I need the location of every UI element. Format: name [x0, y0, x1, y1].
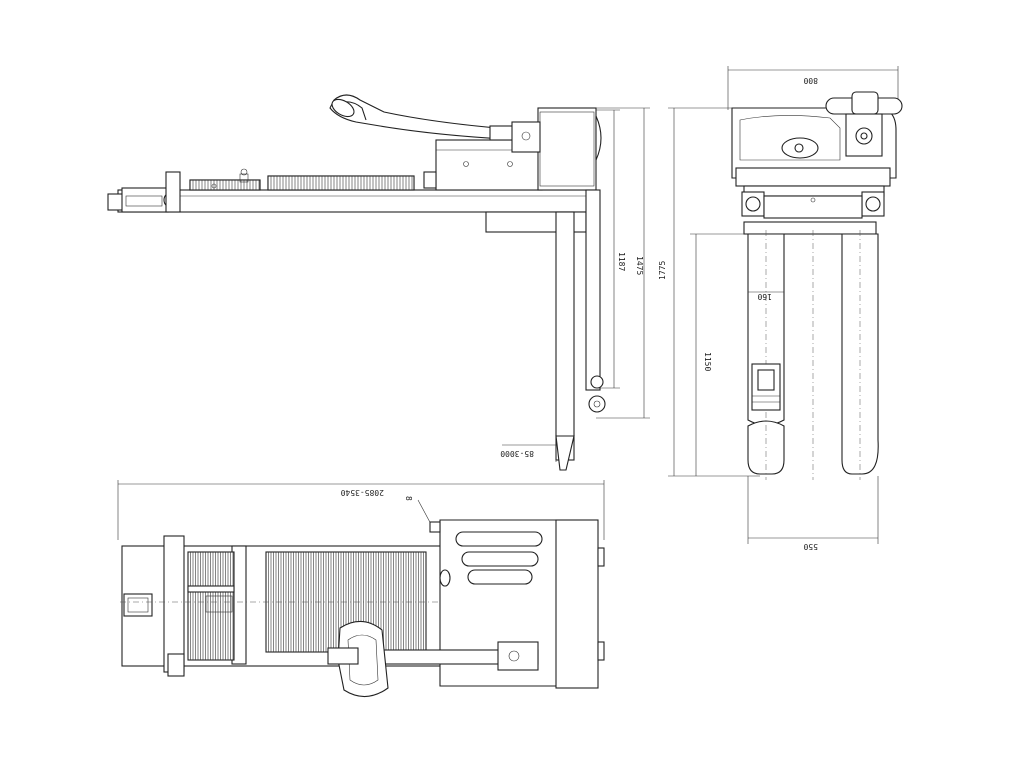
front-view: 800 160	[658, 66, 903, 551]
dim-160: 160	[757, 292, 772, 301]
callout-8: 8	[404, 496, 413, 501]
dim-1775: 1775	[658, 261, 667, 280]
dim-85-3000: 85-3000	[500, 449, 534, 458]
side-view: 1187 1475 85-3000	[107, 94, 650, 471]
dim-2085-3540: 2085-3540	[340, 488, 384, 497]
dim-550: 550	[803, 542, 818, 551]
top-view: 2085-3540 8	[117, 480, 605, 698]
dim-1187: 1187	[617, 252, 626, 271]
dim-800: 800	[803, 76, 818, 85]
dim-1150: 1150	[703, 352, 712, 371]
dim-1475: 1475	[635, 256, 644, 275]
